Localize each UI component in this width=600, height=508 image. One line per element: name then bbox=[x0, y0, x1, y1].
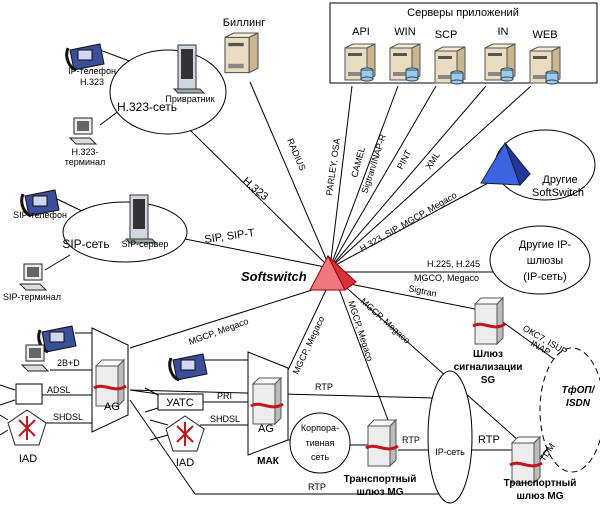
mg2-label-2: шлюз MG bbox=[516, 491, 563, 502]
svg-text:Sigtran/INAP-R: Sigtran/INAP-R bbox=[359, 133, 388, 195]
ip-network-label: IP-сеть bbox=[435, 447, 465, 457]
isdn-label: 2B+D bbox=[57, 358, 80, 368]
h323-network-label: H.323-сеть bbox=[117, 100, 177, 114]
app-server-scp: SCP bbox=[434, 29, 466, 85]
svg-text:RTP: RTP bbox=[478, 434, 500, 446]
svg-text:MGCP, Megaco: MGCP, Megaco bbox=[291, 315, 327, 376]
sg-label-2: сигнализации bbox=[454, 362, 523, 373]
adsl-modem-box bbox=[15, 383, 43, 405]
other-softswitch-label: Другие bbox=[542, 174, 577, 186]
iad-icon bbox=[7, 409, 47, 446]
sip-phone-label: SIP-телефон bbox=[13, 210, 67, 220]
softswitch-icon bbox=[309, 254, 357, 291]
ip-phone-label-2: H.323 bbox=[80, 77, 104, 87]
pri-label: PRI bbox=[217, 391, 232, 401]
svg-text:H.225, H.245: H.225, H.245 bbox=[427, 259, 480, 269]
app-server-web: WEB bbox=[529, 29, 561, 85]
signaling-gateway-icon bbox=[471, 296, 507, 346]
database-icon bbox=[500, 67, 514, 82]
svg-text:RTP: RTP bbox=[315, 382, 333, 392]
uats-box bbox=[157, 393, 204, 411]
sg-label: Шлюз bbox=[473, 349, 503, 360]
svg-text:H.323, SIP, MGCP, Megaco: H.323, SIP, MGCP, Megaco bbox=[358, 190, 458, 254]
database-icon bbox=[360, 67, 374, 82]
mg1-label-2: шлюз MG bbox=[356, 487, 403, 498]
svg-text:XML: XML bbox=[423, 150, 442, 171]
sip-terminal-icon bbox=[19, 263, 47, 291]
sip-terminal-label: SIP-терминал bbox=[3, 292, 61, 302]
h323-terminal-label: H.323- bbox=[71, 147, 98, 157]
sg-label-3: SG bbox=[481, 375, 496, 386]
mak-iad-icon bbox=[165, 415, 205, 452]
svg-text:RADIUS: RADIUS bbox=[285, 137, 307, 172]
corporate-label-2: тивная bbox=[306, 438, 335, 448]
svg-text:RTP: RTP bbox=[402, 435, 420, 445]
svg-text:SIP, SIP-T: SIP, SIP-T bbox=[204, 227, 256, 246]
mg1-label: Транспортный bbox=[344, 474, 417, 485]
adsl-label: ADSL bbox=[47, 385, 71, 395]
h323-cloud bbox=[109, 49, 227, 135]
svg-text:WIN: WIN bbox=[394, 26, 415, 38]
mak-shdsl-label: SHDSL bbox=[210, 414, 240, 424]
shdsl-label: SHDSL bbox=[53, 412, 83, 422]
sip-network-label: SIP-сеть bbox=[62, 237, 109, 251]
billing-server-icon bbox=[224, 32, 259, 74]
svg-text:MGCO, Megaco: MGCO, Megaco bbox=[414, 273, 479, 283]
svg-text:API: API bbox=[352, 26, 370, 38]
svg-text:H.323: H.323 bbox=[240, 175, 270, 203]
ag1-label: AG bbox=[104, 401, 120, 413]
ag1-pc-icon bbox=[21, 344, 49, 372]
softswitch-label: Softswitch bbox=[241, 269, 307, 284]
sip-cloud bbox=[62, 201, 188, 263]
iad-label: IAD bbox=[19, 453, 37, 465]
other-gateways-label-3: (IP-сеть) bbox=[523, 271, 566, 283]
svg-text:RTP: RTP bbox=[308, 482, 326, 492]
svg-text:WEB: WEB bbox=[532, 29, 557, 41]
other-softswitch-icon bbox=[480, 141, 531, 186]
ip-network-cloud bbox=[427, 370, 473, 504]
h323-terminal-icon bbox=[69, 117, 97, 145]
other-gateways-label: Другие IP- bbox=[519, 239, 572, 251]
database-icon bbox=[545, 70, 559, 85]
media-gateway-2-icon bbox=[508, 435, 544, 485]
corporate-cloud bbox=[289, 412, 351, 474]
other-softswitch-label-2: SoftSwitch bbox=[532, 187, 584, 199]
database-icon bbox=[405, 67, 419, 82]
mg2-label: Транспортный bbox=[504, 478, 577, 489]
mak-phone-icon bbox=[168, 352, 209, 382]
mak-gateway-icon bbox=[249, 376, 285, 426]
uats-label: УАТС bbox=[166, 397, 193, 409]
app-servers-title: Серверы приложений bbox=[407, 7, 519, 19]
mak-iad-label: IAD bbox=[176, 457, 194, 469]
access-gateway-icon bbox=[92, 358, 128, 408]
gatekeeper-label: Привратник bbox=[165, 94, 214, 104]
other-gateways-label-2: шлюзы bbox=[527, 255, 564, 267]
other-gateways-cloud bbox=[489, 225, 591, 295]
pstn-label-2: ISDN bbox=[566, 398, 591, 409]
svg-text:MGCP, Megaco: MGCP, Megaco bbox=[187, 316, 249, 347]
svg-text:SCP: SCP bbox=[435, 29, 458, 41]
svg-text:IN: IN bbox=[498, 26, 509, 38]
app-server-win: WIN bbox=[389, 26, 421, 82]
ip-phone-label: IP-телефон bbox=[68, 66, 116, 76]
connection-lines bbox=[0, 49, 573, 495]
h323-terminal-label-2: терминал bbox=[65, 157, 105, 167]
pstn-cloud bbox=[539, 347, 600, 473]
media-gateway-1-icon bbox=[364, 418, 400, 468]
app-server-in: IN bbox=[484, 26, 516, 82]
database-icon bbox=[450, 70, 464, 85]
corporate-label: Корпора- bbox=[301, 423, 339, 433]
sip-server-label: SIP-сервер bbox=[122, 239, 169, 249]
mak-ag-label: AG bbox=[258, 423, 274, 435]
pstn-label: ТфОП/ bbox=[562, 384, 596, 396]
mak-label: МАК bbox=[257, 456, 280, 467]
app-server-api: API bbox=[344, 26, 376, 82]
corporate-label-3: сеть bbox=[311, 452, 329, 462]
billing-label: Биллинг bbox=[223, 17, 265, 29]
